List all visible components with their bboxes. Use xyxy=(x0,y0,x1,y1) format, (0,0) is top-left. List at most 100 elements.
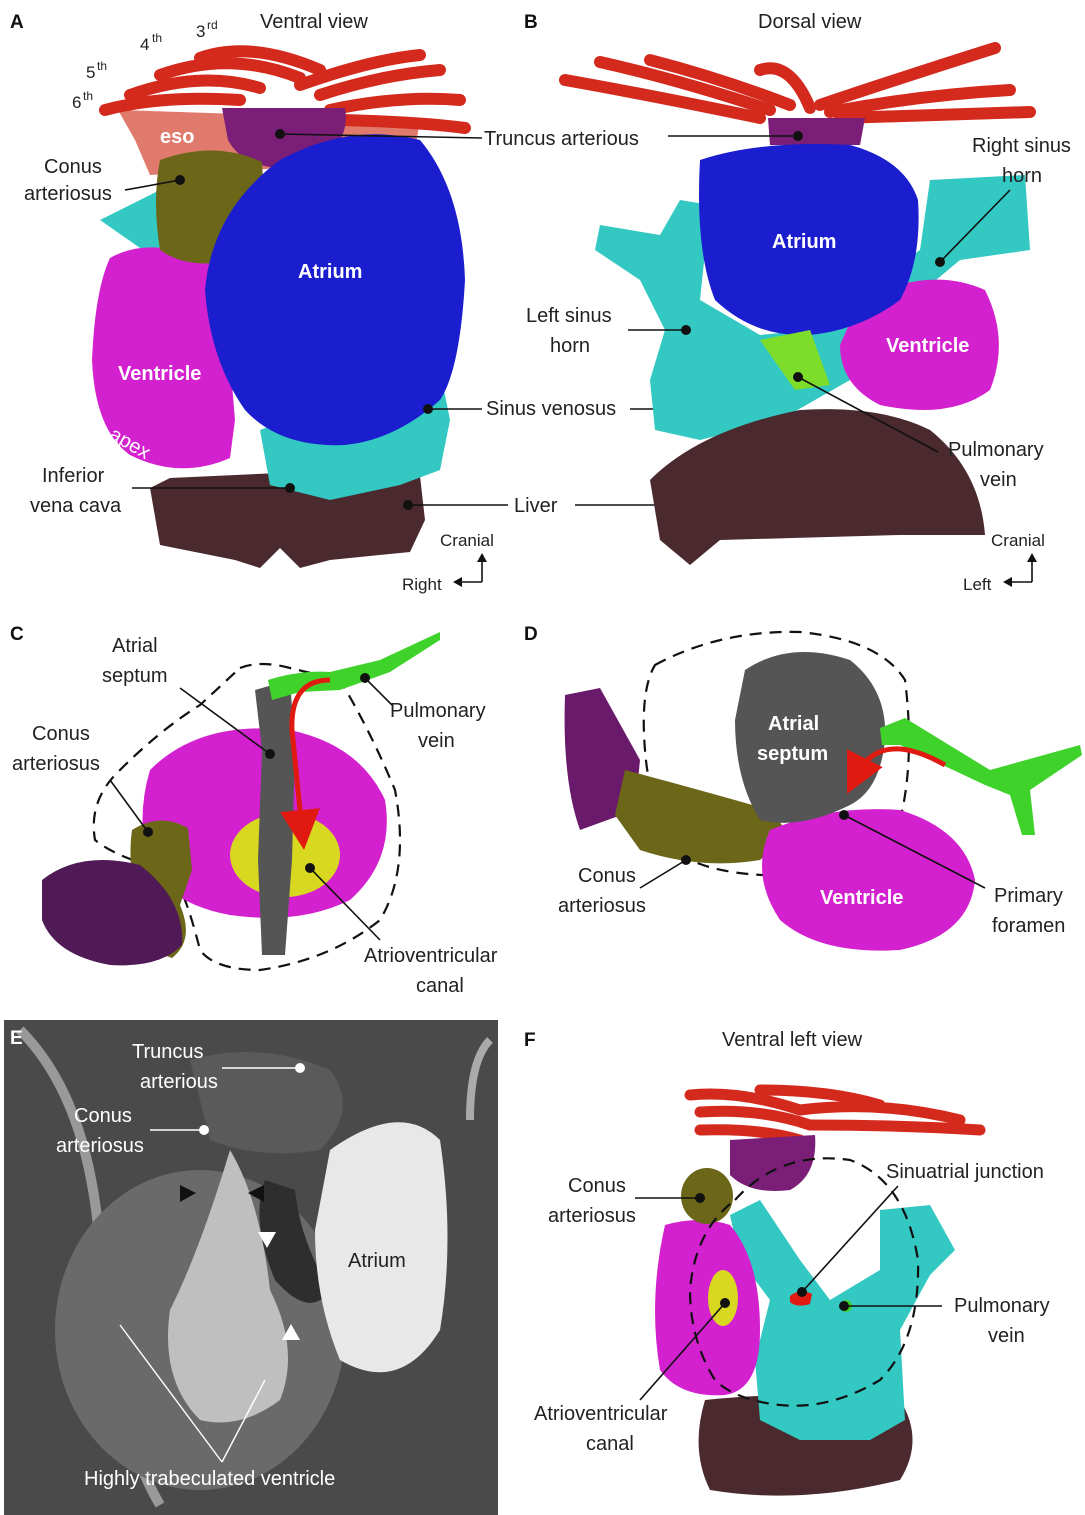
f-avc-label-1: Atrioventricular xyxy=(534,1403,668,1425)
e-atrium-region xyxy=(315,1122,448,1372)
b-truncus-shape xyxy=(768,118,865,145)
a-axis-right: Right xyxy=(402,575,442,594)
c-conus-dot xyxy=(143,827,153,837)
f-sinuatrial-label: Sinuatrial junction xyxy=(886,1161,1044,1183)
arch-4-sup: th xyxy=(152,31,162,45)
liver-label: Liver xyxy=(514,495,558,517)
f-conus-label-1: Conus xyxy=(568,1175,626,1197)
a-ventricle-label: Ventricle xyxy=(118,363,201,385)
d-conus-label-2: arteriosus xyxy=(558,895,646,917)
e-conus-dot xyxy=(199,1125,209,1135)
e-outflow-region xyxy=(190,1052,343,1153)
d-foramen-label-2: foramen xyxy=(992,915,1065,937)
right-sinus-dot xyxy=(935,257,945,267)
b-ventricle-label: Ventricle xyxy=(886,335,969,357)
c-atrial-dot xyxy=(265,749,275,759)
panel-letter-c: C xyxy=(10,624,24,645)
d-septum-shape xyxy=(735,652,885,823)
f-avc-label-2: canal xyxy=(586,1433,634,1455)
d-conus-label-1: Conus xyxy=(578,865,636,887)
right-sinus-label-2: horn xyxy=(1002,165,1042,187)
panel-b: B Dorsal view Atrium Right sinus horn Le… xyxy=(524,11,1071,594)
b-pulmonary-label-2: vein xyxy=(980,469,1017,491)
b-pulmonary-label-1: Pulmonary xyxy=(948,439,1044,461)
e-conus-label-2: arteriosus xyxy=(56,1135,144,1157)
c-avc-label-2: canal xyxy=(416,975,464,997)
a-conus-label-1: Conus xyxy=(44,156,102,178)
c-conus-label-1: Conus xyxy=(32,723,90,745)
arch-6-sup: th xyxy=(83,89,93,103)
e-atrium-label: Atrium xyxy=(348,1250,406,1272)
f-conus-dot xyxy=(695,1193,705,1203)
a-axis-indicator: Cranial Right xyxy=(402,531,494,594)
c-pulmonary-label-1: Pulmonary xyxy=(390,700,486,722)
d-conus-dot xyxy=(681,855,691,865)
left-sinus-dot xyxy=(681,325,691,335)
panel-letter-d: D xyxy=(524,624,538,645)
arch-5-label: 5 xyxy=(86,63,95,82)
d-conus-leader xyxy=(640,860,686,888)
panel-letter-a: A xyxy=(10,12,24,33)
b-axis-left: Left xyxy=(963,575,992,594)
b-atrium-label: Atrium xyxy=(772,231,836,253)
f-truncus-shape xyxy=(730,1135,815,1191)
d-foramen-label-1: Primary xyxy=(994,885,1063,907)
truncus-label: Truncus arterious xyxy=(484,128,639,150)
panel-letter-f: F xyxy=(524,1030,536,1051)
b-axis-indicator: Cranial Left xyxy=(963,531,1045,594)
b-pharyngeal-arches xyxy=(565,48,1030,118)
f-pulmonary-label-1: Pulmonary xyxy=(954,1295,1050,1317)
a-atrium-label: Atrium xyxy=(298,261,362,283)
right-sinus-label-1: Right sinus xyxy=(972,135,1071,157)
arch-3-sup: rd xyxy=(207,18,218,32)
arch-3-label: 3 xyxy=(196,22,205,41)
c-avc-label-1: Atrioventricular xyxy=(364,945,498,967)
f-conus-shape xyxy=(681,1168,733,1224)
a-axis-cranial: Cranial xyxy=(440,531,494,550)
c-pulmonary-shape xyxy=(268,632,440,700)
sinus-venosus-label: Sinus venosus xyxy=(486,398,616,420)
a-truncus-dot xyxy=(275,129,285,139)
ivc-dot xyxy=(285,483,295,493)
d-ventricle-label: Ventricle xyxy=(820,887,903,909)
arch-4-label: 4 xyxy=(140,35,149,54)
eso-label: eso xyxy=(160,126,194,148)
c-atrial-label-1: Atrial xyxy=(112,635,158,657)
panel-e: E Truncus arterious Conus arteriosus Atr… xyxy=(4,1020,498,1515)
e-trabeculated-label: Highly trabeculated ventricle xyxy=(84,1468,335,1490)
left-sinus-label-2: horn xyxy=(550,335,590,357)
a-conus-dot xyxy=(175,175,185,185)
panel-f: F Ventral left view Conus arteriosus xyxy=(524,1029,1050,1496)
arch-6-label: 6 xyxy=(72,93,81,112)
panel-b-title: Dorsal view xyxy=(758,11,862,33)
f-pulmonary-label-2: vein xyxy=(988,1325,1025,1347)
left-sinus-label-1: Left sinus xyxy=(526,305,612,327)
panel-a: A Ventral view 4 th 3 rd 5 th xyxy=(10,11,695,594)
panel-letter-e: E xyxy=(10,1028,23,1049)
panel-a-title: Ventral view xyxy=(260,11,368,33)
ivc-label-2: vena cava xyxy=(30,495,122,517)
e-conus-label-1: Conus xyxy=(74,1105,132,1127)
a-conus-label-2: arteriosus xyxy=(24,183,112,205)
d-atrial-label-2: septum xyxy=(757,743,828,765)
f-conus-label-2: arteriosus xyxy=(548,1205,636,1227)
arch-5-sup: th xyxy=(97,59,107,73)
c-atrial-label-2: septum xyxy=(102,665,168,687)
e-truncus-label-1: Truncus xyxy=(132,1041,204,1063)
f-sinuatrial-dot xyxy=(797,1287,807,1297)
d-atrial-label-1: Atrial xyxy=(768,713,819,735)
c-pulmonary-leader xyxy=(365,678,392,705)
b-axis-cranial: Cranial xyxy=(991,531,1045,550)
c-conus-leader xyxy=(110,780,148,832)
c-conus-label-2: arteriosus xyxy=(12,753,100,775)
e-truncus-label-2: arterious xyxy=(140,1071,218,1093)
b-truncus-dot xyxy=(793,131,803,141)
panel-c: C Atrial septum Pulmonary vein Conus art… xyxy=(10,624,498,997)
e-truncus-dot xyxy=(295,1063,305,1073)
panel-letter-b: B xyxy=(524,12,538,33)
c-pulmonary-label-2: vein xyxy=(418,730,455,752)
ivc-label-1: Inferior xyxy=(42,465,105,487)
d-ventricle-shape xyxy=(762,809,975,950)
f-sinus-shape xyxy=(730,1200,955,1440)
